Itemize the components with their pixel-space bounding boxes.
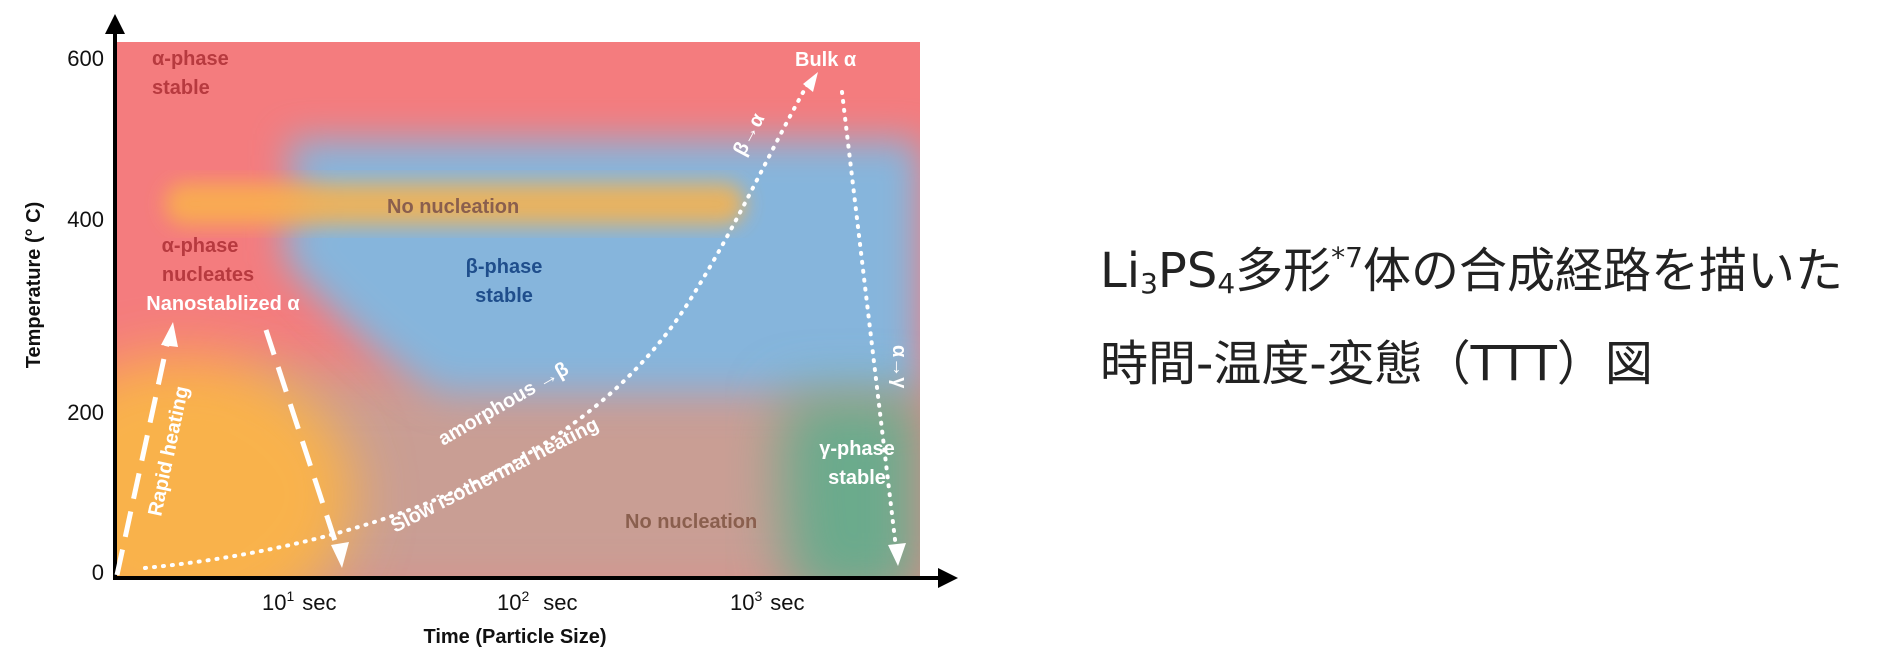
rapid-heating-arrow [114, 339, 171, 576]
region-no-nucleation-band [165, 183, 745, 225]
y-axis-label: Temperature (° C) [23, 202, 45, 369]
slow-heating-curve [143, 78, 812, 570]
axes [105, 14, 958, 588]
phase-regions [115, 42, 920, 576]
region-orange-glow [115, 355, 355, 576]
label-beta-stable-1: β-phase [466, 256, 543, 278]
y-axis-arrow-icon [105, 14, 125, 34]
label-no-nucleation-top: No nucleation [387, 196, 519, 218]
caption-line-1: Li3PS4多形*7体の合成経路を描いた [1100, 241, 1844, 300]
label-alpha-nucleates-1: α-phase [162, 235, 239, 257]
caption-line-2: 時間-温度-変態（TTT）図 [1100, 336, 1653, 392]
label-gamma-stable-2: stable [828, 467, 886, 489]
label-gamma-stable-1: γ-phase [819, 438, 895, 460]
x-axis-arrow-icon [938, 568, 958, 588]
label-beta-stable-2: stable [475, 285, 533, 307]
label-bulk-alpha: Bulk α [795, 49, 857, 71]
y-tick-400: 400 [67, 207, 104, 232]
slow-heating-arrowhead-icon [803, 72, 818, 92]
label-no-nucleation-bottom: No nucleation [625, 511, 757, 533]
label-alpha-stable-2: stable [152, 77, 210, 99]
region-gamma-green [780, 395, 920, 576]
y-tick-0: 0 [92, 560, 104, 585]
y-tick-600: 600 [67, 46, 104, 71]
quench-arrowhead-icon [331, 542, 349, 568]
synthesis-paths [114, 72, 906, 576]
x-axis-label: Time (Particle Size) [423, 626, 606, 648]
label-nanostabilized-alpha: Nanostablized α [146, 293, 300, 315]
label-alpha-stable-1: α-phase [152, 48, 229, 70]
slide-caption: Li3PS4多形*7体の合成経路を描いた 時間-温度-変態（TTT）図 [1100, 218, 1843, 404]
region-bottom-mauve [240, 370, 920, 576]
y-tick-200: 200 [67, 400, 104, 425]
rapid-heating-arrowhead-icon [161, 322, 178, 347]
label-alpha-gamma: α→γ [888, 345, 910, 389]
alpha-gamma-arrowhead-icon [888, 543, 906, 566]
label-alpha-nucleates-2: nucleates [162, 264, 254, 286]
